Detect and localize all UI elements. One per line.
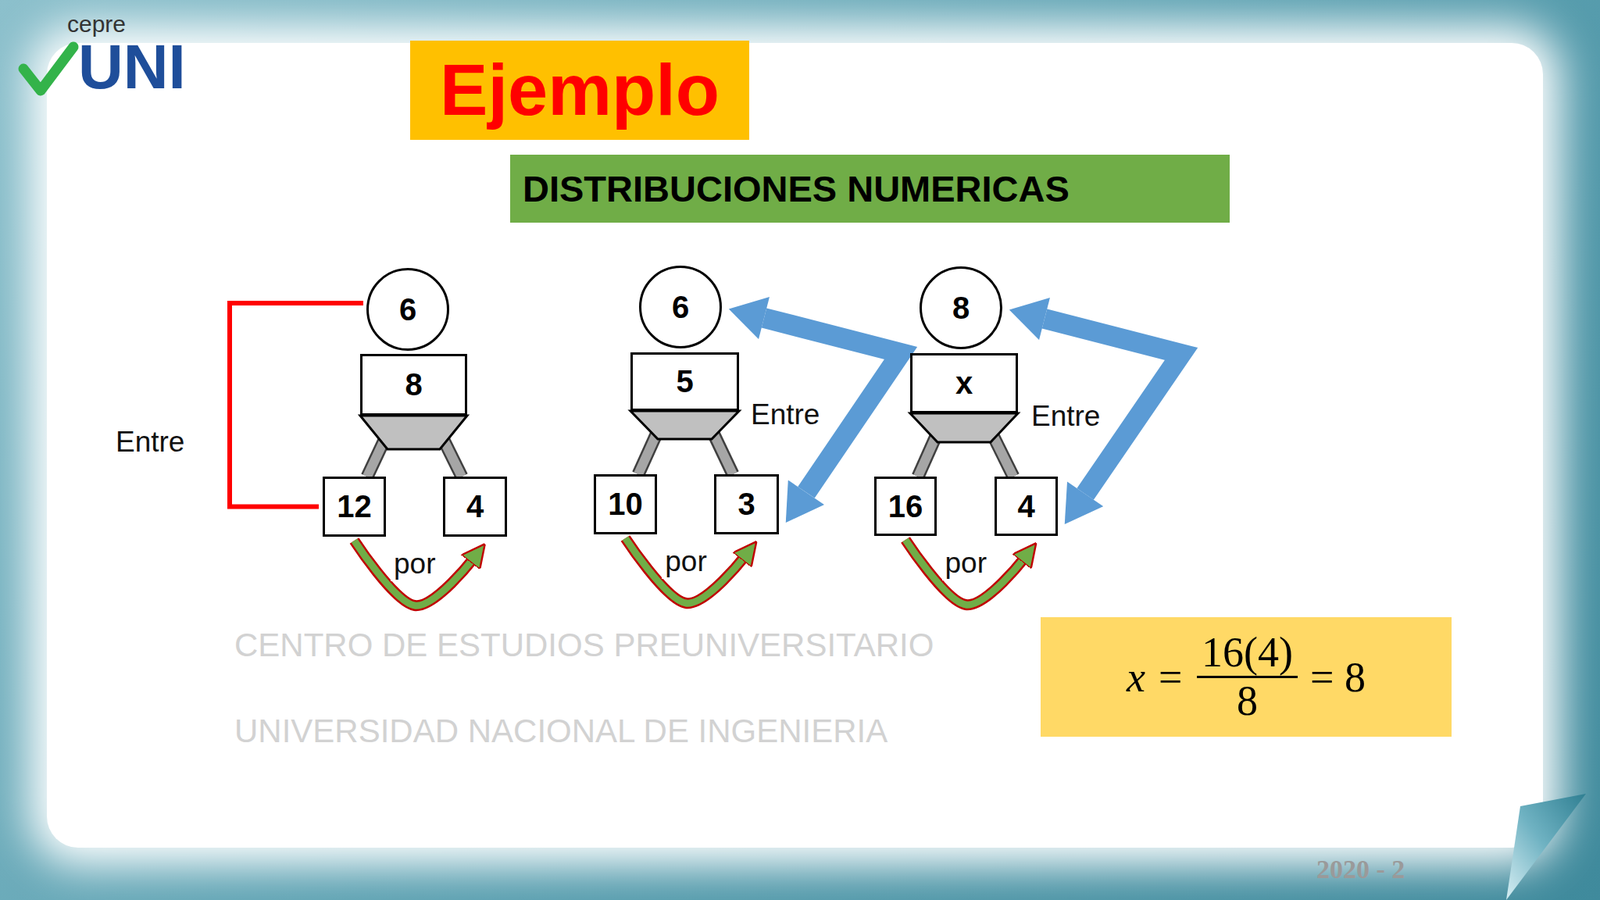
node-text: 16 bbox=[888, 489, 924, 525]
numerator: 16(4) bbox=[1196, 629, 1298, 679]
watermark: CENTRO DE ESTUDIOS PREUNIVERSITARIO bbox=[234, 626, 934, 665]
number-box: x bbox=[910, 353, 1018, 414]
connector bbox=[625, 538, 746, 604]
watermark: UNIVERSIDAD NACIONAL DE INGENIERIA bbox=[234, 712, 888, 750]
node-text: Ejemplo bbox=[439, 49, 720, 132]
node-text: 8 bbox=[952, 290, 970, 326]
number-box: 4 bbox=[994, 476, 1058, 536]
node-text: 10 bbox=[607, 486, 643, 522]
funnel-shape bbox=[630, 410, 740, 440]
title-banner: Ejemplo bbox=[410, 40, 750, 140]
node-text: 3 bbox=[737, 486, 755, 522]
connector bbox=[905, 539, 1025, 605]
edge-label: por bbox=[661, 545, 710, 579]
node-text: 6 bbox=[399, 292, 417, 328]
fraction: 16(4)8 bbox=[1196, 629, 1298, 725]
node-text: 4 bbox=[1017, 489, 1035, 525]
number-circle: 6 bbox=[366, 267, 450, 351]
number-box: 10 bbox=[593, 474, 658, 535]
connector bbox=[354, 540, 475, 606]
page-curl bbox=[1506, 793, 1586, 900]
formula-text: = 8 bbox=[1310, 653, 1366, 702]
node-text: DISTRIBUCIONES NUMERICAS bbox=[522, 167, 1070, 211]
number-circle: 6 bbox=[639, 265, 722, 349]
node-text: 8 bbox=[404, 367, 422, 403]
number-box: 3 bbox=[714, 474, 779, 535]
node-text: 6 bbox=[671, 289, 690, 325]
funnel-shape bbox=[910, 413, 1018, 443]
node-text: 4 bbox=[466, 489, 484, 525]
number-box: 8 bbox=[360, 353, 468, 416]
edition-tag: 2020 - 2 bbox=[1316, 854, 1405, 885]
number-box: 16 bbox=[874, 476, 937, 536]
formula-text: x = bbox=[1126, 653, 1185, 702]
edge-label: por bbox=[942, 546, 990, 581]
funnel-shape bbox=[360, 415, 468, 450]
node-text: 12 bbox=[336, 489, 372, 525]
number-box: 5 bbox=[630, 352, 740, 411]
logo-check bbox=[23, 46, 74, 91]
heading-band: DISTRIBUCIONES NUMERICAS bbox=[510, 154, 1230, 223]
edge-label: Entre bbox=[747, 398, 823, 433]
logo-text: UNI bbox=[78, 31, 186, 104]
edge-label: Entre bbox=[112, 425, 188, 460]
edge-label: Entre bbox=[1028, 400, 1104, 434]
edge-label: por bbox=[390, 547, 439, 582]
node-text: 5 bbox=[675, 364, 693, 400]
number-box: 4 bbox=[442, 476, 508, 537]
number-box: 12 bbox=[322, 476, 386, 537]
formula-box: x =16(4)8= 8 bbox=[1040, 617, 1452, 737]
node-text: x bbox=[955, 365, 973, 401]
denominator: 8 bbox=[1236, 678, 1258, 725]
number-circle: 8 bbox=[919, 266, 1003, 350]
